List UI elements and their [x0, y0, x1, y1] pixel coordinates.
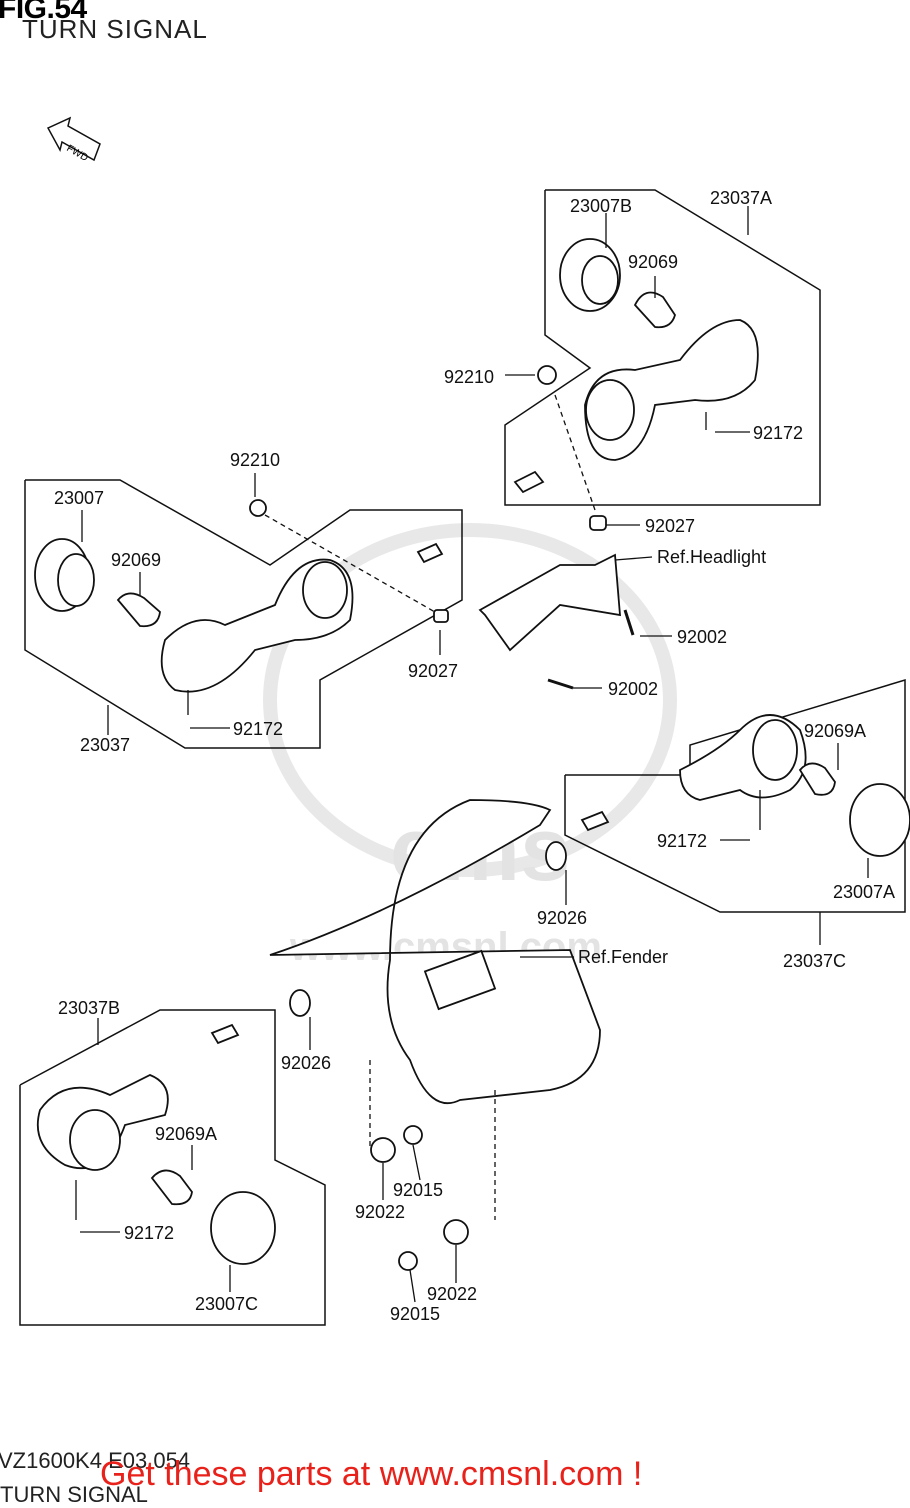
callout: 23037B [58, 998, 120, 1018]
bulb-92069-left [116, 592, 161, 628]
lens-23007c [210, 1191, 276, 1265]
frame-23037 [24, 479, 463, 749]
callout: 92022 [355, 1202, 405, 1222]
callout: 92069 [111, 550, 161, 570]
grommet-92210-left [249, 499, 267, 517]
frame-23037b [19, 1009, 326, 1326]
callout: 23007 [54, 488, 104, 508]
bolt-92002-left [547, 678, 574, 690]
group-frames [19, 189, 906, 1326]
bracket [478, 553, 635, 690]
frame-23037c [564, 678, 906, 913]
fender [269, 799, 601, 1271]
callout: 92002 [608, 679, 658, 699]
diagram-code: VZ1600K4 E03 054 [0, 1448, 191, 1473]
callout: 92015 [390, 1304, 440, 1324]
lens-23007a [849, 783, 910, 857]
frame-23037a [504, 189, 821, 506]
callout: 92026 [537, 908, 587, 928]
figure-subtitle: TURN SIGNAL [22, 14, 208, 44]
connector-right [580, 810, 610, 832]
callout: 92069A [155, 1124, 217, 1144]
callout: 92027 [645, 516, 695, 536]
washer-92026-left [289, 989, 311, 1017]
parts-link-banner[interactable]: Get these parts at www.cmsnl.com ! [100, 1455, 643, 1493]
connector-bottom [210, 1023, 240, 1045]
washer-92026-right [545, 841, 567, 871]
forward-arrow-icon: FWD [46, 116, 101, 164]
callout: 92026 [281, 1053, 331, 1073]
callout: 92002 [677, 627, 727, 647]
callout: 92210 [444, 367, 494, 387]
bulb-92069a-left [150, 1169, 193, 1206]
bulb-92069a-right [798, 762, 836, 796]
callout: 92210 [230, 450, 280, 470]
lamp-23037 [34, 499, 449, 693]
nut-92015-2 [398, 1251, 418, 1271]
nut-92015-1 [403, 1125, 423, 1145]
callout: 92022 [427, 1284, 477, 1304]
figure-number: FIG.54 [0, 0, 87, 25]
callout: 92172 [124, 1223, 174, 1243]
connector-top [513, 470, 545, 494]
callout: 92027 [408, 661, 458, 681]
callout: 23037A [710, 188, 772, 208]
spacer-92027-top [589, 515, 607, 531]
bulb-92069 [633, 291, 676, 329]
connector-left [416, 542, 444, 564]
callout: Ref.Fender [578, 947, 668, 967]
callout: 23037C [783, 951, 846, 971]
callout: 23037 [80, 735, 130, 755]
callout: 92172 [657, 831, 707, 851]
callout-labels: 23007B 23037A 92069 92210 92172 92027 Re… [54, 188, 895, 1324]
callout: 92069A [804, 721, 866, 741]
callout: 23007A [833, 882, 895, 902]
washer-92022-2 [443, 1219, 469, 1245]
callout: 23007B [570, 196, 632, 216]
callout: 92069 [628, 252, 678, 272]
callout: 23007C [195, 1294, 258, 1314]
bolt-92002-right [623, 609, 635, 636]
callout: Ref.Headlight [657, 547, 766, 567]
callout: 92172 [753, 423, 803, 443]
lamp-23037b [36, 1023, 276, 1265]
leader-lines [75, 206, 869, 1303]
callout: 92172 [233, 719, 283, 739]
spacer-92027-left [433, 609, 449, 623]
lamp-23037c [580, 714, 910, 857]
washer-92022-1 [370, 1137, 396, 1163]
grommet-92210-top [537, 365, 557, 385]
lamp-23037a [513, 238, 759, 531]
callout: 92015 [393, 1180, 443, 1200]
